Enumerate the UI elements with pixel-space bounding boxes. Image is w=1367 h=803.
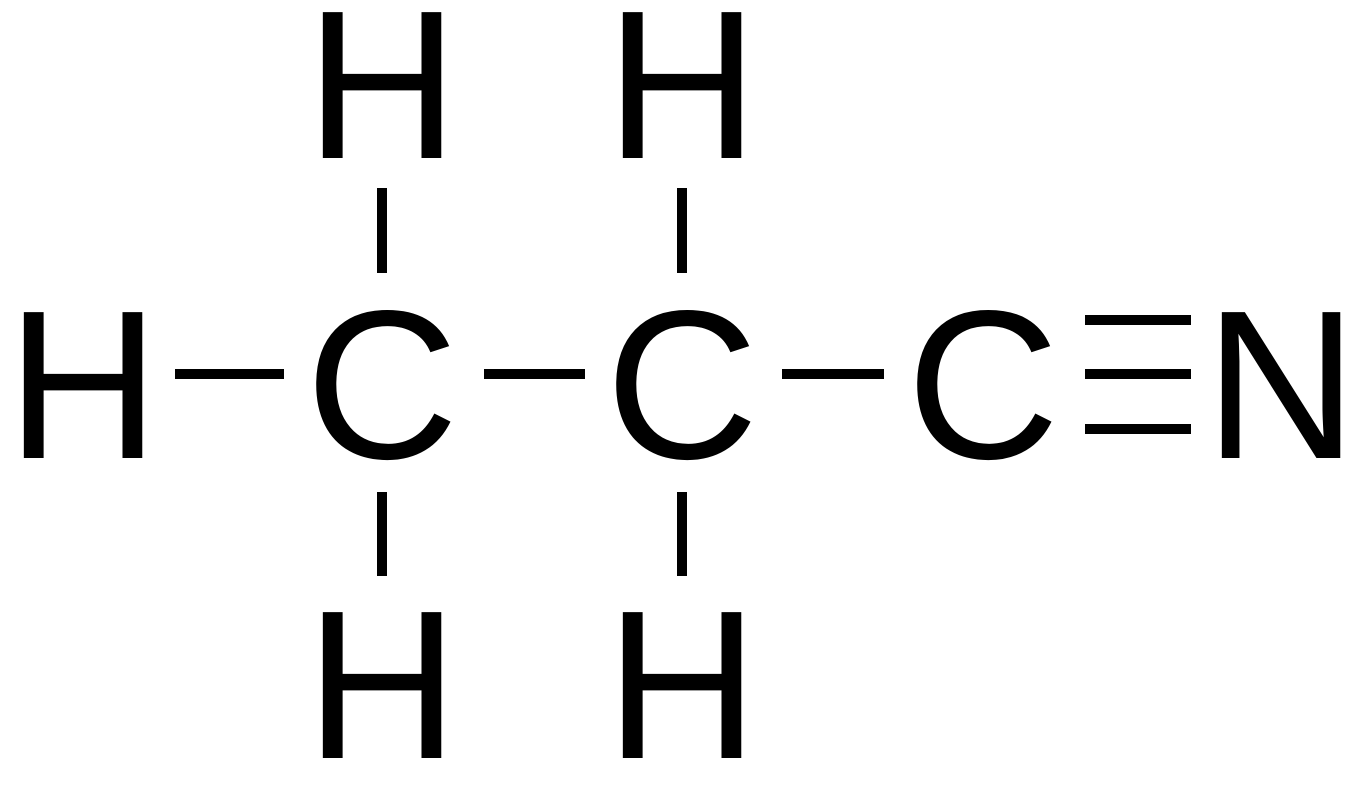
atom-n: N <box>1204 266 1358 503</box>
bond-c2-h-top <box>677 188 687 273</box>
atom-h-left: H <box>6 266 160 503</box>
bond-c2-c3 <box>782 369 884 379</box>
bond-h-c1 <box>175 369 284 379</box>
bond-c3-n-line-2 <box>1085 369 1191 379</box>
bond-c1-h-bottom <box>377 492 387 576</box>
bond-c3-n-line-3 <box>1085 424 1191 434</box>
atom-h-c1-top: H <box>305 0 459 203</box>
atom-h-c2-bottom: H <box>605 566 759 803</box>
atom-c3: C <box>906 266 1060 503</box>
bond-c1-h-top <box>377 188 387 273</box>
atom-c2: C <box>605 266 759 503</box>
bond-c1-c2 <box>484 369 585 379</box>
bond-c2-h-bottom <box>677 492 687 576</box>
structural-formula: H C C C N H H H H <box>6 0 1358 791</box>
atom-h-c2-top: H <box>605 0 759 203</box>
atom-h-c1-bottom: H <box>305 566 459 803</box>
bond-c3-n-line-1 <box>1085 315 1191 325</box>
atom-c1: C <box>305 266 459 503</box>
